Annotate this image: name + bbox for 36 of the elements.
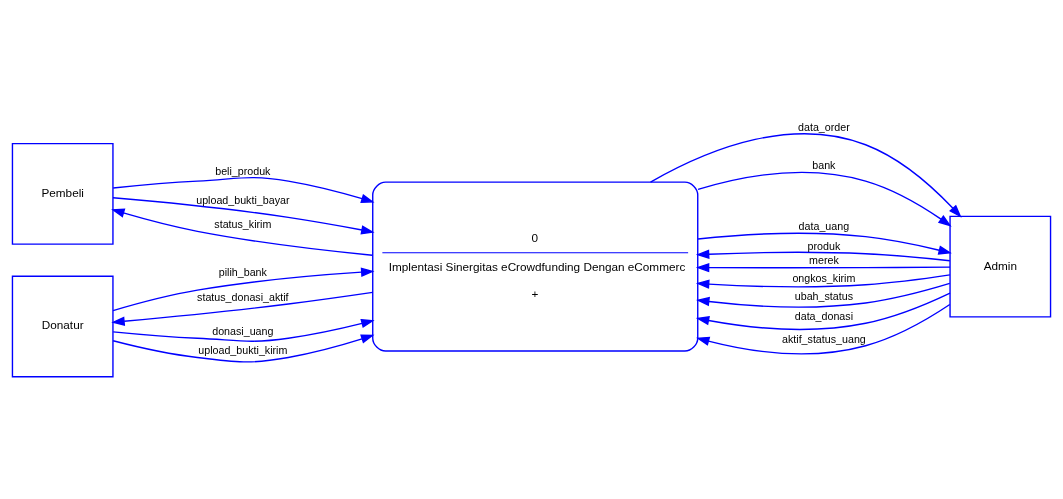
arrow: [697, 232, 952, 255]
arrow: [112, 176, 375, 204]
edge-label: data_uang: [798, 220, 850, 233]
arrow: [111, 208, 374, 256]
arrow: [111, 291, 374, 326]
arrow: [695, 262, 951, 273]
arrow: [696, 282, 951, 308]
edge-label: status_donasi_aktif: [197, 290, 289, 303]
edge-label: upload_bukti_bayar: [196, 193, 290, 206]
arrow: [696, 303, 951, 355]
edge-label: data_order: [798, 120, 850, 133]
edge-label: merek: [809, 254, 839, 267]
node-box: Donatur: [11, 275, 114, 378]
arrow: [112, 267, 375, 312]
arrow: [695, 249, 951, 262]
edge-label: produk: [807, 239, 841, 252]
arrow: [112, 197, 375, 235]
node-box: Pembeli: [11, 142, 114, 245]
arrow: [695, 274, 951, 289]
edge-label: beli_produk: [215, 164, 271, 177]
arrow: [649, 133, 962, 218]
arrow: [112, 318, 375, 342]
node-box: 0 Implentasi Sinergitas eCrowdfunding Dengan eCommerc +: [372, 181, 699, 352]
arrow: [695, 292, 951, 331]
edge-label: ubah_status: [794, 289, 854, 302]
edge-label: pilih_bank: [218, 266, 267, 279]
edge-label: upload_bukti_kirim: [198, 344, 288, 357]
edge-label: bank: [812, 159, 836, 172]
edge-label: aktif_status_uang: [782, 332, 866, 345]
arrow: [697, 171, 952, 227]
arrow: [112, 334, 375, 363]
node-box: Admin: [949, 215, 1052, 318]
edge-label: ongkos_kirim: [792, 271, 856, 284]
edge-label: donasi_uang: [212, 325, 274, 338]
edge-label: data_donasi: [794, 310, 854, 323]
edge-label: status_kirim: [214, 218, 272, 231]
